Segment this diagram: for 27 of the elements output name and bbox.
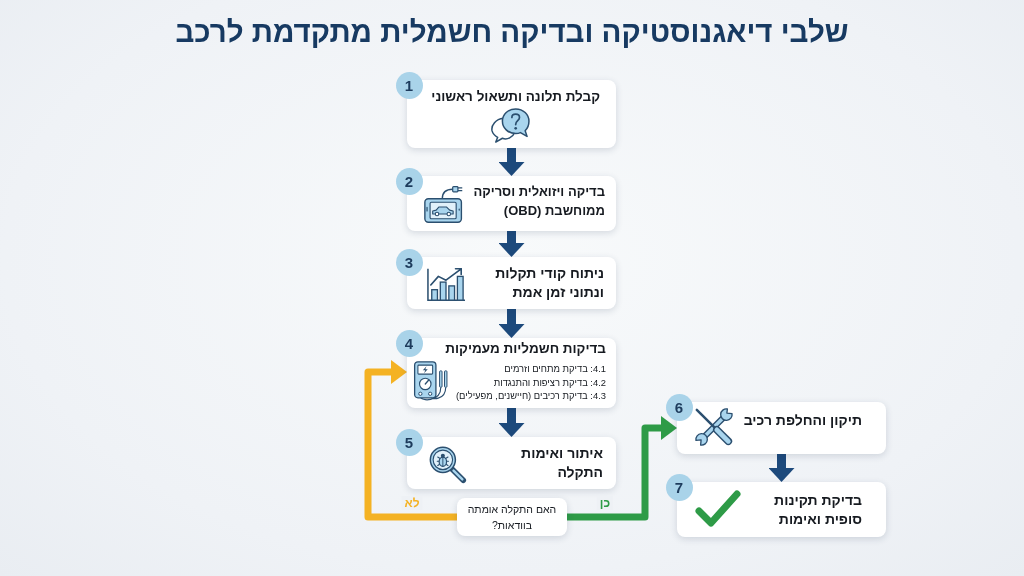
step-detail: 4.1: בדיקת מתחים וזרמים [504, 362, 606, 376]
question-text: האם התקלה אומתה בוודאות? [466, 502, 558, 533]
step-title: איתור ואימות התקלה [520, 443, 603, 482]
arrow [498, 231, 525, 257]
step-number: 5 [395, 428, 423, 456]
step-number: 7 [665, 473, 693, 501]
arrow [498, 309, 525, 338]
step-title: ניתוח קודי תקלות ונתוני זמן אמת [494, 264, 604, 302]
step-title: בדיקה ויזואלית וסריקה ממוחשבת (OBD) [472, 183, 605, 220]
arrow [498, 148, 525, 176]
step-title: תיקון והחלפת רכיב [742, 411, 862, 430]
arrow [567, 416, 677, 521]
step-title: בדיקת תקינות סופית ואימות [773, 491, 862, 529]
decision-box [457, 498, 567, 536]
title: שלבי דיאגנוסטיקה ובדיקה חשמלית מתקדמת לרכב [174, 14, 850, 50]
step-number: 2 [395, 167, 423, 195]
arrow [768, 454, 795, 482]
step-number: 3 [395, 248, 423, 276]
step-detail: 4.2: בדיקת רציפות והתנגדות [493, 375, 606, 389]
arrow [498, 408, 525, 437]
step-number: 1 [395, 71, 423, 99]
step-detail: 4.3: בדיקת רכיבים (חיישנים, מפעילים) [455, 389, 606, 403]
step-number: 4 [395, 329, 423, 357]
arrow [364, 360, 457, 521]
step-title: קבלת תלונה ותשאול ראשוני [430, 88, 600, 106]
step-number: 6 [665, 393, 693, 421]
step-title: בדיקות חשמליות מעמיקות [445, 340, 606, 358]
